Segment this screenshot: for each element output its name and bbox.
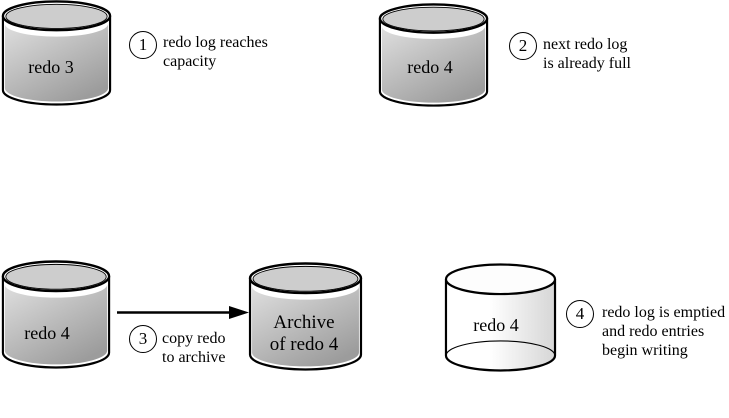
database-cylinder-full-icon — [1, 0, 112, 106]
step-4-number: 4 — [575, 304, 585, 323]
cylinder-archive — [247, 262, 364, 372]
archive-label-line2: of redo 4 — [269, 334, 339, 355]
cylinder-label-archive: Archive of redo 4 — [270, 312, 339, 356]
step-2-number-badge: 2 — [509, 32, 537, 60]
step-4-caption-line2: and redo entries — [602, 323, 705, 340]
step-3-number-badge: 3 — [129, 325, 157, 353]
database-cylinder-full-icon — [1, 260, 111, 369]
database-cylinder-full-icon — [248, 262, 363, 371]
step-1-caption: redo log reaches capacity — [163, 33, 268, 71]
step-2-caption-line2: is already full — [543, 55, 631, 72]
archive-label-line1: Archive — [273, 312, 335, 333]
cylinder-label-redo4-bottom: redo 4 — [24, 323, 70, 343]
database-cylinder-empty-icon — [444, 263, 557, 372]
step-1-number-badge: 1 — [129, 31, 157, 59]
step-3-caption: copy redo to archive — [162, 329, 226, 367]
step-4-caption: redo log is emptied and redo entries beg… — [602, 303, 725, 360]
cylinder-redo4-top — [377, 3, 490, 108]
step-2-caption-line1: next redo log — [543, 36, 628, 53]
step-3-caption-line1: copy redo — [162, 330, 226, 347]
cylinder-redo4-bottom — [0, 260, 112, 370]
step-2-caption: next redo log is already full — [543, 35, 631, 73]
step-1-caption-line1: redo log reaches — [163, 34, 268, 51]
cylinder-label-redo4-empty: redo 4 — [473, 315, 519, 335]
cylinder-label-redo3: redo 3 — [28, 57, 74, 77]
copy-to-archive-arrow-icon — [117, 306, 249, 319]
step-3-caption-line2: to archive — [162, 349, 226, 366]
step-3-number: 3 — [138, 329, 148, 348]
cylinder-redo4-empty — [443, 263, 558, 373]
step-4-caption-line3: begin writing — [602, 342, 688, 359]
step-1-number: 1 — [138, 35, 148, 54]
cylinder-redo3 — [0, 0, 113, 107]
step-1-caption-line2: capacity — [163, 53, 217, 70]
step-4-number-badge: 4 — [566, 300, 594, 328]
database-cylinder-full-icon — [378, 3, 489, 107]
step-2-number: 2 — [518, 36, 528, 55]
cylinder-label-redo4-top: redo 4 — [407, 57, 453, 77]
step-4-caption-line1: redo log is emptied — [602, 304, 726, 321]
